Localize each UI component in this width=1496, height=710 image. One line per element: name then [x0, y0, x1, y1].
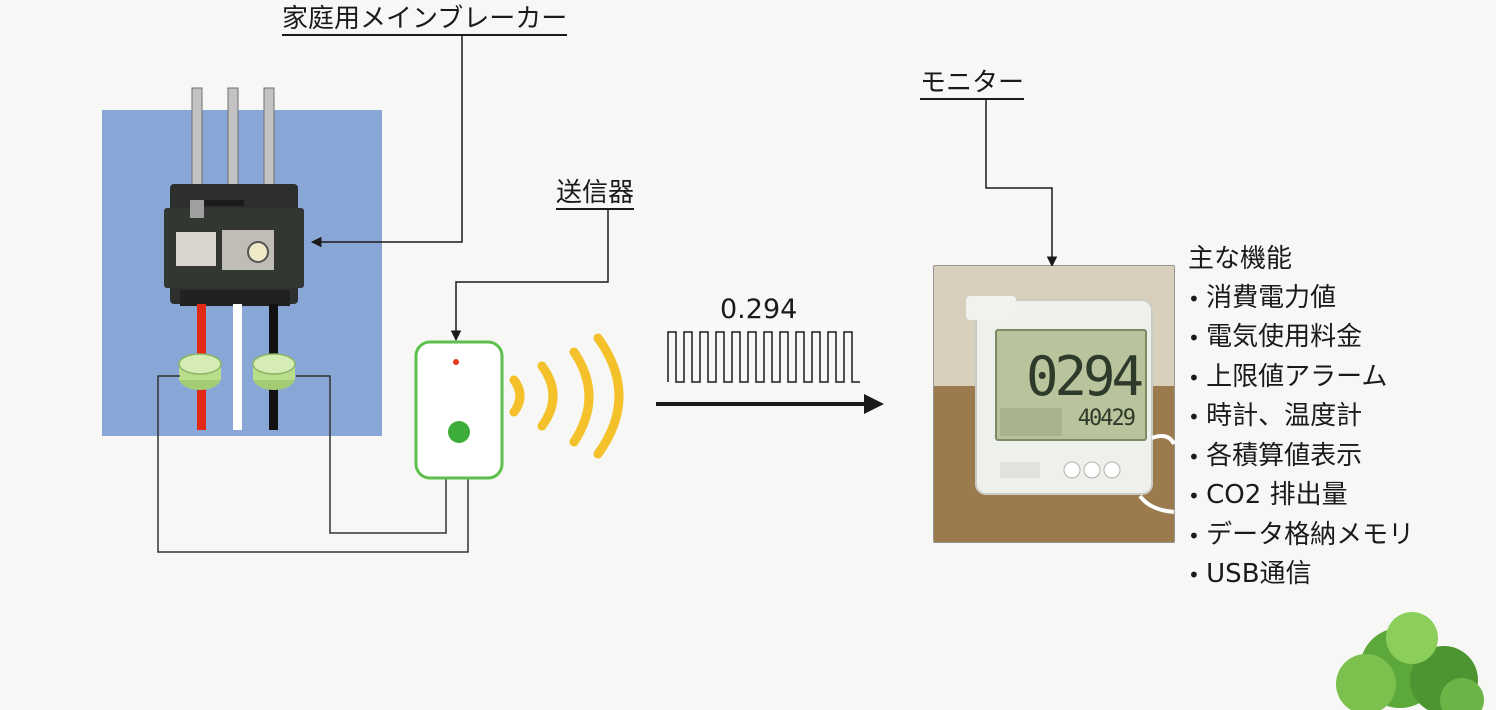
transmitter-label: 送信器 — [556, 178, 635, 210]
main-breaker — [164, 184, 304, 306]
top-wire-right — [263, 87, 275, 201]
feature-item: CO2 排出量 — [1188, 476, 1414, 516]
radio-waves — [509, 333, 624, 459]
feature-item: 上限値アラーム — [1188, 358, 1414, 398]
monitor-leader-line — [985, 100, 1058, 268]
feature-item: データ格納メモリ — [1188, 516, 1414, 556]
monitor-label: モニター — [920, 68, 1025, 100]
feature-item: 時計、温度計 — [1188, 397, 1414, 437]
breaker-leader-line — [310, 36, 463, 248]
features-title: 主な機能 — [1188, 244, 1293, 274]
sensor-cable-outer — [157, 375, 469, 553]
feature-item: 電気使用料金 — [1188, 318, 1414, 358]
pulse-waveform — [667, 331, 860, 383]
feature-item: 各積算値表示 — [1188, 437, 1414, 477]
ct-sensor-right — [252, 353, 296, 390]
sensor-cable-inner — [296, 375, 447, 534]
top-wire-left — [191, 87, 203, 201]
transmitter-device — [414, 340, 504, 480]
feature-item: USB通信 — [1188, 555, 1414, 595]
status-led-red — [453, 359, 459, 365]
wire-white — [233, 304, 242, 430]
transmitter-leader-line — [450, 210, 609, 342]
status-led-green — [448, 421, 470, 443]
breaker-label: 家庭用メインブレーカー — [282, 4, 568, 36]
monitor-lcd-main-value: 0294 — [1025, 345, 1144, 408]
monitor-photo — [933, 265, 1176, 543]
top-wire-middle — [227, 87, 239, 201]
tree-decoration — [1336, 612, 1484, 710]
features-list: 主な機能 消費電力値 電気使用料金 上限値アラーム 時計、温度計 各積算値表示 … — [1188, 240, 1414, 595]
feature-item: 消費電力値 — [1188, 279, 1414, 319]
signal-reading: 0.294 — [720, 294, 798, 325]
ct-sensor-left — [178, 353, 222, 390]
monitor-lcd-secondary-value: 40429 — [1077, 406, 1136, 431]
